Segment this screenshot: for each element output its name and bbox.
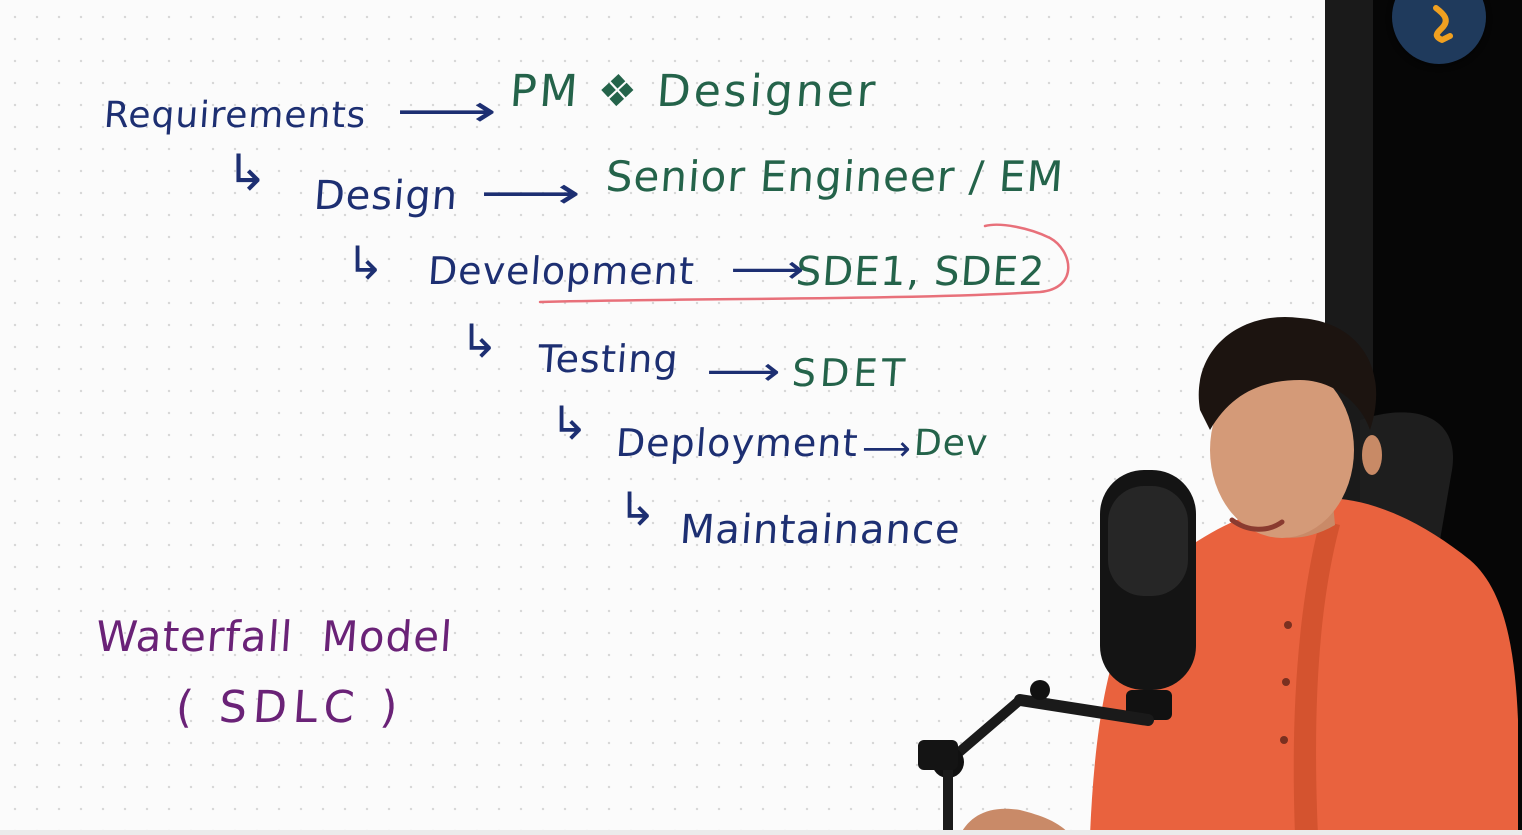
bottom-strip <box>0 830 1522 835</box>
role-dev: Dev <box>912 423 990 464</box>
role-sde: SDE1, SDE2 <box>794 249 1047 295</box>
logo-mark-icon <box>1433 5 1453 43</box>
channel-logo-icon <box>1392 0 1486 64</box>
model-title: Waterfall Model <box>94 612 455 661</box>
arrow-requirements: ⟶ <box>396 86 497 137</box>
branch-development: ↳ <box>346 236 385 290</box>
role-pm-designer: PM ❖ Designer <box>508 66 880 117</box>
model-subtitle: ( SDLC ) <box>174 682 406 733</box>
branch-testing: ↳ <box>460 314 499 368</box>
branch-design: ↳ <box>226 144 268 202</box>
role-sdet: SDET <box>790 351 911 395</box>
side-panel-inner <box>1373 0 1522 835</box>
phase-requirements: Requirements <box>102 95 368 136</box>
phase-testing: Testing <box>536 337 681 381</box>
side-panel <box>1325 0 1522 835</box>
branch-deployment: ↳ <box>550 396 589 450</box>
arrow-testing: ⟶ <box>706 349 781 395</box>
phase-maintainance: Maintainance <box>678 507 963 553</box>
arrow-deployment: ⟶ <box>862 429 911 469</box>
role-senior-engineer-em: Senior Engineer / EM <box>604 152 1066 201</box>
arrow-design: ⟶ <box>480 168 581 219</box>
whiteboard-canvas: Requirements ⟶ PM ❖ Designer ↳ Design ⟶ … <box>0 0 1325 830</box>
phase-design: Design <box>312 173 460 219</box>
arrow-development: ⟶ <box>730 247 805 293</box>
phase-development: Development <box>426 249 697 293</box>
phase-deployment: Deployment <box>614 421 860 465</box>
branch-maintainance: ↳ <box>618 482 657 536</box>
